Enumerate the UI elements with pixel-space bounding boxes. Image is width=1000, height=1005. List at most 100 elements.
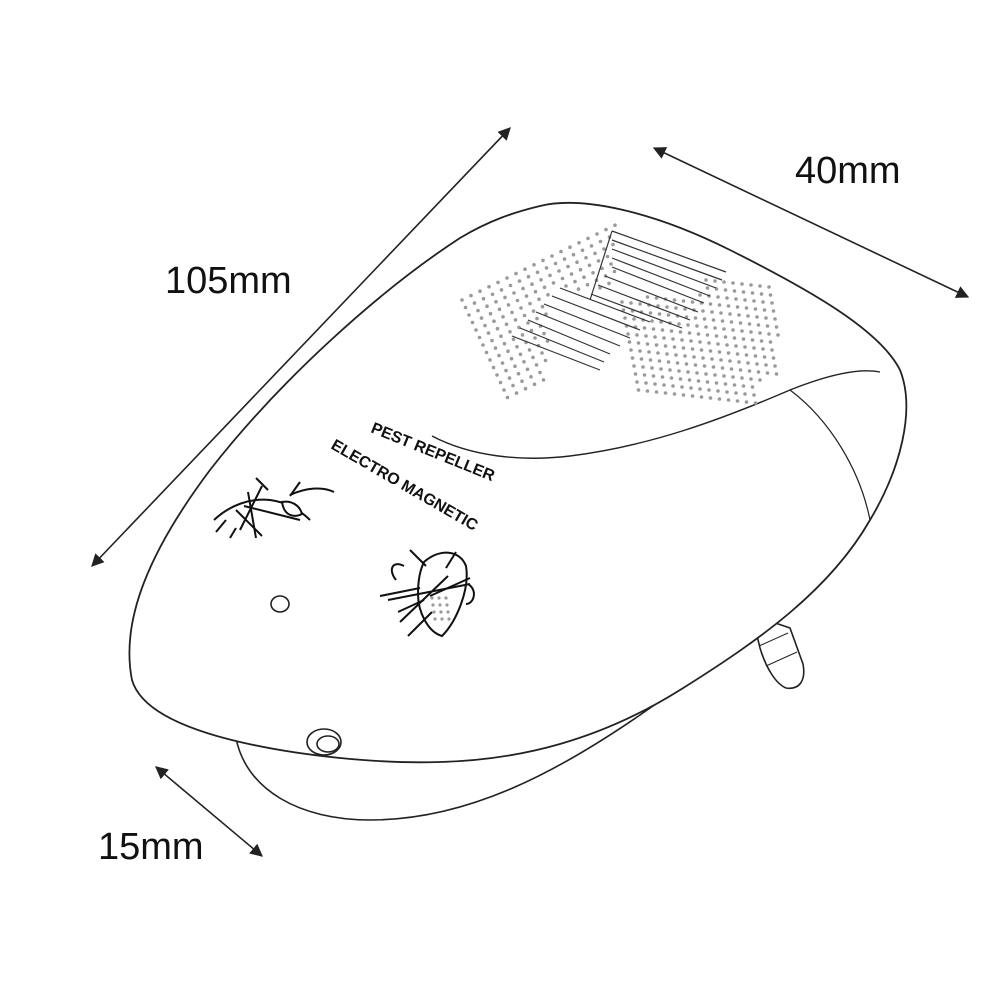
grille-dot bbox=[744, 400, 749, 404]
grille-dot bbox=[481, 296, 486, 301]
grille-dot bbox=[513, 318, 518, 322]
grille-dot bbox=[569, 272, 574, 276]
grille-dot bbox=[577, 241, 581, 245]
grille-dot bbox=[753, 401, 758, 405]
grille-dot bbox=[651, 327, 656, 331]
grille-dot bbox=[560, 276, 565, 281]
fly-dot bbox=[432, 610, 436, 614]
grille-dot bbox=[511, 383, 515, 388]
grille-dot bbox=[770, 348, 774, 352]
grille-dot bbox=[665, 305, 669, 309]
grille-dot bbox=[484, 350, 489, 355]
grille-dot bbox=[705, 333, 710, 337]
grille-dot bbox=[638, 349, 642, 353]
grille-dot bbox=[659, 367, 663, 371]
side-button bbox=[306, 728, 342, 756]
grille-dot bbox=[755, 362, 759, 366]
grille-dot bbox=[514, 271, 518, 276]
grille-dot bbox=[771, 309, 776, 313]
grille-dot bbox=[542, 331, 546, 336]
grille-dot bbox=[483, 323, 487, 328]
grille-dot bbox=[711, 318, 716, 322]
grille-dot bbox=[741, 337, 746, 341]
grille-dot bbox=[710, 357, 714, 361]
grille-dot bbox=[744, 306, 749, 310]
grille-dot bbox=[546, 293, 550, 297]
grille-dot bbox=[638, 302, 642, 306]
grille-dot bbox=[722, 374, 726, 378]
grille-dot bbox=[672, 298, 677, 302]
grille-dot bbox=[497, 307, 502, 312]
grille-dot bbox=[528, 301, 532, 306]
grille-dot bbox=[553, 261, 558, 266]
grille-dot bbox=[519, 306, 523, 310]
grille-dot bbox=[521, 286, 525, 291]
grille-dot bbox=[529, 328, 534, 333]
grille-dot bbox=[735, 305, 740, 309]
grille-dot bbox=[776, 333, 780, 337]
grille-dot bbox=[701, 309, 705, 313]
grille-dot bbox=[503, 295, 507, 300]
grille-dot bbox=[545, 339, 550, 343]
grille-dot bbox=[732, 289, 737, 293]
grille-dot bbox=[723, 382, 728, 386]
grille-dot bbox=[765, 371, 770, 375]
grille-dot bbox=[529, 375, 533, 379]
grille-dot bbox=[672, 392, 677, 396]
grille-dot bbox=[520, 379, 524, 384]
grille-dot bbox=[677, 369, 681, 373]
grille-dot bbox=[660, 328, 665, 332]
grille-dot bbox=[708, 349, 713, 353]
grille-dot bbox=[689, 339, 693, 343]
grille-dot bbox=[653, 382, 657, 386]
fly-dot bbox=[438, 603, 442, 607]
grille-dot bbox=[512, 291, 516, 295]
grille-dot bbox=[633, 372, 638, 376]
grille-dot bbox=[734, 297, 738, 301]
grille-dot bbox=[740, 282, 744, 286]
grille-dot bbox=[693, 363, 698, 367]
grille-dot bbox=[767, 332, 771, 336]
grille-dot bbox=[604, 227, 608, 232]
grille-dot bbox=[686, 323, 690, 327]
grille-dot bbox=[479, 316, 484, 320]
grille-dot bbox=[535, 270, 540, 275]
grille-dot bbox=[717, 303, 722, 307]
grille-dot bbox=[620, 300, 624, 304]
grille-dot bbox=[726, 304, 731, 308]
grille-dot bbox=[732, 383, 737, 387]
grille-dot bbox=[513, 364, 517, 369]
grille-dot bbox=[768, 340, 773, 344]
fly-dot bbox=[437, 596, 441, 600]
grille-dot bbox=[740, 329, 744, 333]
grille-dot bbox=[675, 361, 680, 365]
grille-dot bbox=[704, 372, 708, 376]
grille-dot bbox=[719, 311, 723, 315]
grille-dot bbox=[609, 262, 613, 266]
grille-dot bbox=[702, 317, 707, 321]
grille-dot bbox=[765, 324, 770, 328]
grille-dot bbox=[708, 302, 713, 306]
grille-dot bbox=[752, 393, 756, 397]
grille-dot bbox=[758, 378, 762, 382]
grille-dot bbox=[500, 361, 505, 365]
grille-dot bbox=[692, 355, 696, 359]
grille-dot bbox=[591, 271, 595, 275]
grille-dot bbox=[767, 285, 771, 289]
grille-dot bbox=[495, 373, 499, 377]
grille-dot bbox=[710, 310, 714, 314]
grille-dot bbox=[764, 363, 768, 367]
grille-dot bbox=[520, 333, 525, 337]
grille-dot bbox=[495, 326, 500, 331]
grille-dot bbox=[747, 369, 752, 373]
grille-dot bbox=[734, 391, 738, 395]
grille-dot bbox=[674, 306, 678, 310]
grille-dot bbox=[731, 281, 735, 285]
grille-dot bbox=[657, 312, 662, 316]
grille-dot bbox=[518, 352, 523, 357]
grille-dot bbox=[467, 313, 471, 317]
grille-dot bbox=[470, 320, 475, 325]
grille-dot bbox=[506, 349, 510, 354]
grille-dot bbox=[481, 343, 485, 347]
speaker-grille bbox=[460, 223, 780, 405]
